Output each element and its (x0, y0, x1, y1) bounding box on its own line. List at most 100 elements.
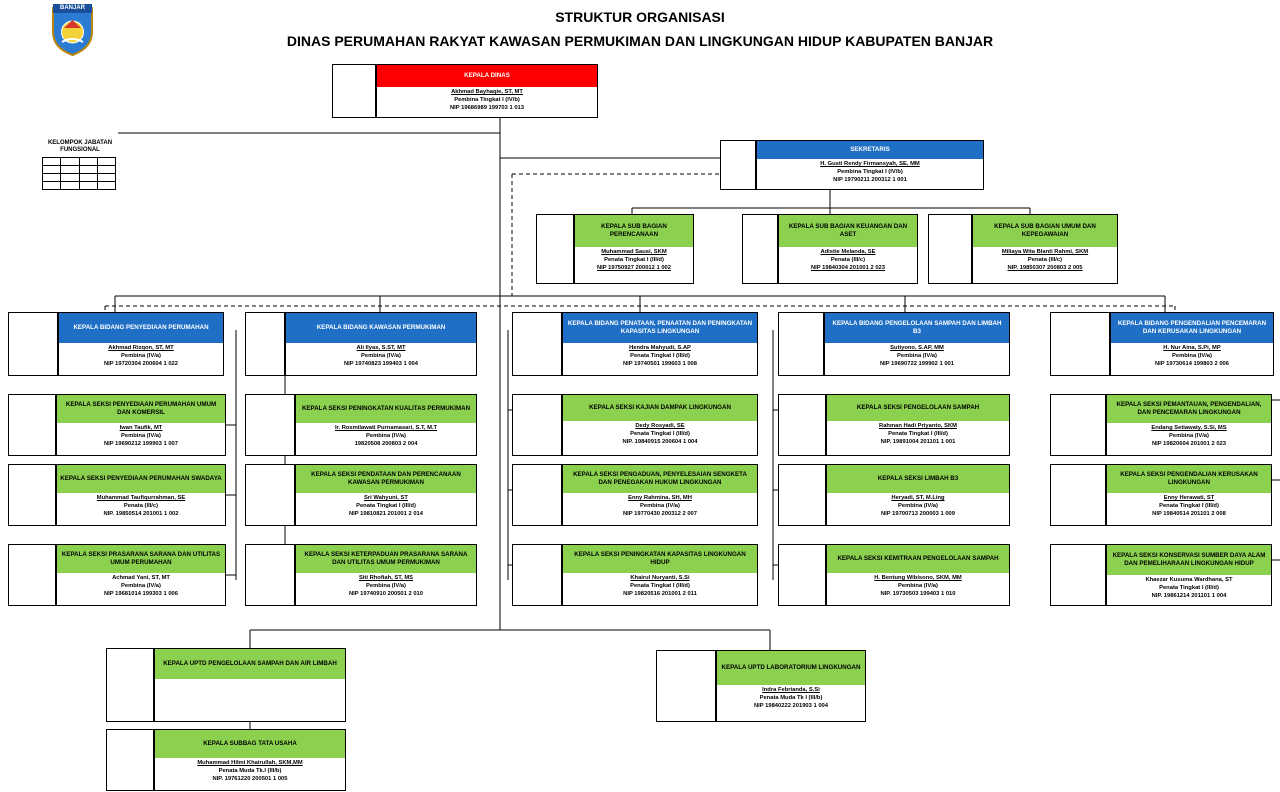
photo-uptd2 (656, 650, 716, 722)
node-details: Khaezar Kusuma Wardhana, ST Penata Tingk… (1107, 575, 1271, 605)
node-seksi-konservasi-sda: KEPALA SEKSI KONSERVASI SUMBER DAYA ALAM… (1106, 544, 1272, 606)
node-nip: NIP 19840304 201001 2 023 (810, 264, 886, 271)
node-details: Enny Herawati, ST Penata Tingkat I (III/… (1107, 493, 1271, 525)
node-details: Miliaya Wita Blanti Rahmi, SKM Penata (I… (973, 247, 1117, 283)
node-name: Dedy Rosyadi, SE (635, 423, 685, 429)
node-details: Muhammad Taufiqurrahman, SE Penata (III/… (57, 493, 225, 525)
node-title: KEPALA SUB BAGIAN UMUM DAN KEPEGAWAIAN (973, 215, 1117, 247)
node-name: Hendra Mahyudi, S.AP (629, 345, 691, 351)
node-title: SEKRETARIS (757, 141, 983, 159)
node-title: KEPALA SEKSI PEMANTAUAN, PENGENDALIAN, D… (1107, 395, 1271, 423)
node-sub-umum: KEPALA SUB BAGIAN UMUM DAN KEPEGAWAIAN M… (972, 214, 1118, 284)
photo-kadis (332, 64, 376, 118)
photo-sub-perencanaan (536, 214, 574, 284)
node-name: Akhmad Bayhaqie, ST, MT (451, 89, 523, 95)
photo-s32 (512, 464, 562, 526)
node-rank: Penata Tingkat I (III/d) (888, 430, 948, 437)
node-seksi-pengendalian-kerusakan: KEPALA SEKSI PENGENDALIAN KERUSAKAN LING… (1106, 464, 1272, 526)
node-rank: Penata (III/c) (830, 256, 866, 263)
node-details (155, 679, 345, 721)
node-details: Siti Rhofiah, ST, MS Pembina (IV/a) NIP … (296, 573, 476, 605)
node-nip: NIP 19730614 199803 2 006 (1154, 360, 1230, 367)
node-title: KEPALA BIDANG KAWASAN PERMUKIMAN (286, 313, 476, 343)
node-name: Khaezar Kusuma Wardhana, ST (1145, 577, 1233, 583)
node-name: Iwan Taufik, MT (119, 425, 163, 431)
node-details: Sutiyono, S.AP, MM Pembina (IV/a) NIP 19… (825, 343, 1009, 375)
photo-bid5 (1050, 312, 1110, 376)
node-nip: NIP. 19861214 201101 1 004 (1151, 592, 1227, 599)
node-name: Akhmad Rizqon, ST, MT (108, 345, 174, 351)
node-name: Endang Setiawaty, S.Si, MS (1151, 425, 1227, 431)
node-nip: NIP 19690722 199902 1 001 (879, 360, 955, 367)
node-title: KEPALA UPTD LABORATORIUM LINGKUNGAN (717, 651, 865, 685)
page-title: STRUKTUR ORGANISASI (555, 9, 725, 25)
photo-bid3 (512, 312, 562, 376)
node-details: Dedy Rosyadi, SE Penata Tingkat I (III/d… (563, 421, 757, 455)
node-nip: NIP. 19891004 201101 1 001 (880, 438, 956, 445)
node-sub-keuangan: KEPALA SUB BAGIAN KEUANGAN DAN ASET Adis… (778, 214, 918, 284)
node-name: Heryadi, ST, M.Ling (891, 495, 945, 501)
photo-s21 (245, 394, 295, 456)
node-details: H. Nur Aina, S.Pi, MP Pembina (IV/a) NIP… (1111, 343, 1273, 375)
node-nip: NIP 19750927 200012 1 002 (596, 264, 672, 271)
kelompok-jabatan-fungsional: KELOMPOK JABATAN FUNGSIONAL (41, 140, 118, 210)
regency-emblem-icon (52, 4, 93, 57)
photo-s51 (1050, 394, 1106, 456)
photo-s13 (8, 544, 56, 606)
node-details: Muhammad Sausi, SKM Penata Tingkat I (II… (575, 247, 693, 283)
node-details: Enny Rahmina, SH, MH Pembina (IV/a) NIP … (563, 493, 757, 525)
node-rank: Penata Muda Tk I (III/b) (759, 694, 823, 701)
node-nip: NIP 19770430 200312 2 007 (622, 510, 698, 517)
node-seksi-limbah-b3: KEPALA SEKSI LIMBAH B3 Heryadi, ST, M.Li… (826, 464, 1010, 526)
node-rank: Pembina (IV/a) (1169, 432, 1209, 439)
node-title: KEPALA SEKSI KAJIAN DAMPAK LINGKUNGAN (563, 395, 757, 421)
node-name: Miliaya Wita Blanti Rahmi, SKM (1001, 249, 1089, 255)
node-details: Ir. Rosmilawati Purnamasari, S.T, M.T Pe… (296, 423, 476, 455)
photo-s52 (1050, 464, 1106, 526)
node-rank: Penata Tingkat I (III/d) (604, 256, 664, 263)
node-nip: NIP 19810821 201001 2 014 (348, 510, 424, 517)
node-seksi-perumahan-umum: KEPALA SEKSI PENYEDIAAN PERUMAHAN UMUM D… (56, 394, 226, 456)
node-title: KEPALA DINAS (377, 65, 597, 87)
node-bidang-penyediaan-perumahan: KEPALA BIDANG PENYEDIAAN PERUMAHAN Akhma… (58, 312, 224, 376)
node-nip: NIP. 19850307 200803 2 005 (1007, 264, 1083, 271)
node-kepala-dinas: KEPALA DINAS Akhmad Bayhaqie, ST, MT Pem… (376, 64, 598, 118)
photo-bid1 (8, 312, 58, 376)
node-title: KEPALA SEKSI LIMBAH B3 (827, 465, 1009, 493)
node-seksi-kualitas-permukiman: KEPALA SEKSI PENINGKATAN KUALITAS PERMUK… (295, 394, 477, 456)
node-name: Muhammad Sausi, SKM (601, 249, 667, 255)
node-title: KEPALA SUB BAGIAN KEUANGAN DAN ASET (779, 215, 917, 247)
node-title: KEPALA SUB BAGIAN PERENCANAAN (575, 215, 693, 247)
node-title: KEPALA SEKSI KEMITRAAN PENGELOLAAN SAMPA… (827, 545, 1009, 573)
node-nip: NIP 19820604 201001 2 023 (1151, 440, 1227, 447)
node-rank: Penata (III/c) (123, 502, 159, 509)
photo-uptd1 (106, 648, 154, 722)
node-title: KEPALA BIDANG PENYEDIAAN PERUMAHAN (59, 313, 223, 343)
photo-s41 (778, 394, 826, 456)
photo-bid2 (245, 312, 285, 376)
node-seksi-kemitraan-sampah: KEPALA SEKSI KEMITRAAN PENGELOLAAN SAMPA… (826, 544, 1010, 606)
node-nip: NIP 19681014 199303 1 006 (103, 590, 179, 597)
node-seksi-pendataan-permukiman: KEPALA SEKSI PENDATAAN DAN PERENCANAAN K… (295, 464, 477, 526)
node-rank: Penata Tingkat I (III/d) (1159, 584, 1219, 591)
node-title: KEPALA SEKSI PENGELOLAAN SAMPAH (827, 395, 1009, 421)
node-rank: Penata Tingkat I (III/d) (630, 582, 690, 589)
node-seksi-perumahan-swadaya: KEPALA SEKSI PENYEDIAAN PERUMAHAN SWADAY… (56, 464, 226, 526)
node-name: Khairul Nuryanti, S.Si (630, 575, 690, 581)
node-title: KEPALA BIDANG PENGENDALIAN PENCEMARAN DA… (1111, 313, 1273, 343)
node-name: Sri Wahyuni, ST (364, 495, 408, 501)
node-seksi-kajian-dampak: KEPALA SEKSI KAJIAN DAMPAK LINGKUNGAN De… (562, 394, 758, 456)
node-name: Ir. Rosmilawati Purnamasari, S.T, M.T (334, 425, 438, 431)
node-subbag-tata-usaha: KEPALA SUBBAG TATA USAHA Muhammad Hilmi … (154, 729, 346, 791)
node-rank: Pembina (IV/a) (898, 582, 938, 589)
node-nip: NIP 19740501 199603 1 008 (622, 360, 698, 367)
node-rank: Penata Tingkat I (III/d) (630, 430, 690, 437)
node-title: KEPALA UPTD PENGELOLAAN SAMPAH DAN AIR L… (155, 649, 345, 679)
node-title: KEPALA SEKSI PRASARANA SARANA DAN UTILIT… (57, 545, 225, 573)
node-name: Achmad Yani, ST, MT (112, 575, 170, 581)
photo-s33 (512, 544, 562, 606)
node-name: Indra Febrianda, S.Si (762, 687, 820, 693)
node-seksi-psu-perumahan: KEPALA SEKSI PRASARANA SARANA DAN UTILIT… (56, 544, 226, 606)
node-name: Rahman Hadi Priyanto, SKM (879, 423, 957, 429)
node-details: Ali Ilyas, S.ST, MT Pembina (IV/a) NIP 1… (286, 343, 476, 375)
